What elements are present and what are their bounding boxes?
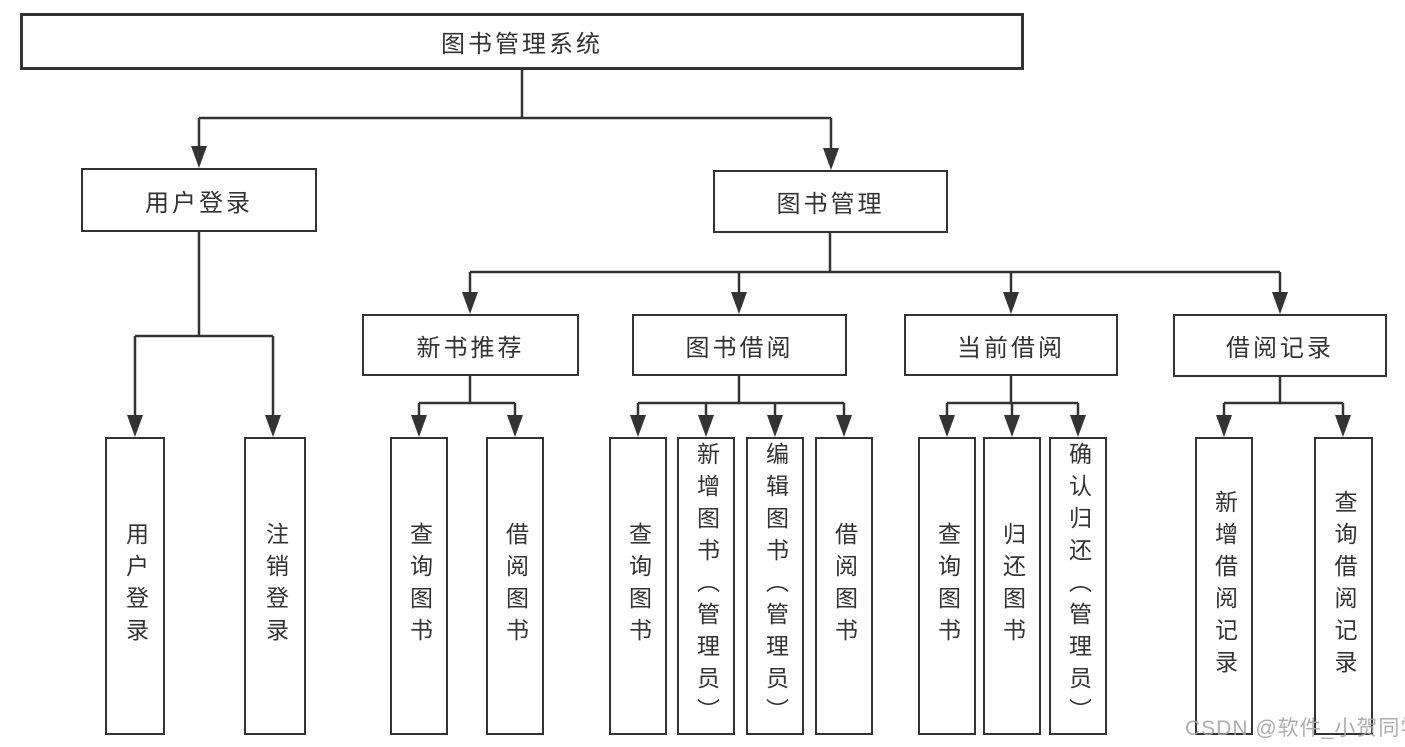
leaf-current-query-books: 查询图书 xyxy=(918,437,976,735)
leaf-borrow-add-books-admin: 新增图书（管理员） xyxy=(677,437,735,735)
leaf-newrec-borrow-books: 借阅图书 xyxy=(486,437,544,735)
leaf-borrow-query-books: 查询图书 xyxy=(609,437,667,735)
node-borrowing-records: 借阅记录 xyxy=(1173,314,1387,377)
leaf-current-confirm-return-admin: 确认归还（管理员） xyxy=(1049,437,1107,735)
leaf-borrow-borrow-books: 借阅图书 xyxy=(815,437,873,735)
leaf-records-query-borrow-record: 查询借阅记录 xyxy=(1314,437,1373,735)
node-new-book-recommendation: 新书推荐 xyxy=(362,314,579,376)
csdn-watermark: CSDN @软件_小贺同学 xyxy=(1185,717,1405,740)
node-user-login: 用户登录 xyxy=(81,168,317,232)
leaf-newrec-query-books: 查询图书 xyxy=(390,437,448,735)
arrowheads xyxy=(127,146,1351,437)
leaf-records-add-borrow-record: 新增借阅记录 xyxy=(1195,437,1253,735)
node-book-borrowing: 图书借阅 xyxy=(632,314,847,376)
node-book-management: 图书管理 xyxy=(713,170,948,233)
leaf-user-login: 用户登录 xyxy=(105,437,165,735)
node-current-borrowing: 当前借阅 xyxy=(904,314,1118,376)
leaf-logout: 注销登录 xyxy=(244,437,306,735)
leaf-borrow-edit-books-admin: 编辑图书（管理员） xyxy=(746,437,804,735)
leaf-current-return-books: 归还图书 xyxy=(983,437,1041,735)
node-library-management-system: 图书管理系统 xyxy=(20,13,1024,70)
